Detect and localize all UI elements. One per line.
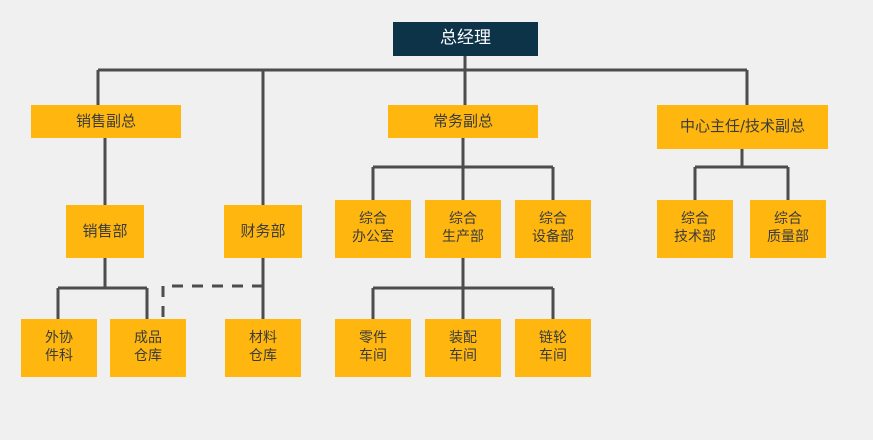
node-general-production[interactable]: 综合 生产部 bbox=[425, 200, 501, 258]
connector-dashed-finance-to-finished-warehouse bbox=[161, 284, 263, 319]
node-general-production-line-2: 生产部 bbox=[442, 229, 484, 245]
node-general-office-line-1: 综合 bbox=[359, 211, 387, 228]
node-finished-warehouse-line-1: 成品 bbox=[134, 330, 162, 347]
node-general-quality-line-1: 综合 bbox=[774, 211, 802, 228]
node-general-quality[interactable]: 综合 质量部 bbox=[750, 200, 826, 258]
node-sales-vp[interactable]: 销售副总 bbox=[31, 105, 181, 138]
node-general-office-line-2: 办公室 bbox=[352, 229, 394, 245]
node-parts-workshop[interactable]: 零件 车间 bbox=[335, 319, 411, 377]
node-general-manager-line-1: 总经理 bbox=[440, 28, 491, 49]
node-finished-warehouse-line-2: 仓库 bbox=[134, 348, 162, 364]
node-general-technology-line-2: 技术部 bbox=[674, 229, 716, 245]
node-general-production-line-1: 综合 bbox=[449, 211, 477, 228]
node-material-warehouse-line-2: 仓库 bbox=[249, 348, 277, 364]
node-parts-workshop-line-1: 零件 bbox=[359, 330, 387, 347]
node-center-director-line-1: 中心主任/技术副总 bbox=[679, 117, 806, 136]
node-material-warehouse-line-1: 材料 bbox=[249, 330, 277, 347]
node-parts-workshop-line-2: 车间 bbox=[359, 348, 387, 364]
node-sprocket-workshop-line-2: 车间 bbox=[539, 348, 567, 364]
node-general-technology[interactable]: 综合 技术部 bbox=[657, 200, 733, 258]
node-finished-warehouse[interactable]: 成品 仓库 bbox=[110, 319, 186, 377]
node-outsourcing-section-line-2: 件科 bbox=[45, 348, 73, 364]
node-center-director[interactable]: 中心主任/技术副总 bbox=[657, 105, 828, 149]
node-sales-dept-line-1: 销售部 bbox=[82, 221, 128, 240]
node-finance-dept-line-1: 财务部 bbox=[240, 221, 286, 240]
node-executive-vp[interactable]: 常务副总 bbox=[388, 105, 538, 138]
node-finance-dept[interactable]: 财务部 bbox=[224, 205, 302, 258]
node-general-equipment[interactable]: 综合 设备部 bbox=[515, 200, 591, 258]
node-sprocket-workshop-line-1: 链轮 bbox=[539, 330, 567, 347]
node-material-warehouse[interactable]: 材料 仓库 bbox=[225, 319, 301, 377]
node-outsourcing-section-line-1: 外协 bbox=[45, 330, 73, 347]
node-general-technology-line-1: 综合 bbox=[681, 211, 709, 228]
node-assembly-workshop[interactable]: 装配 车间 bbox=[425, 319, 501, 377]
node-sales-dept[interactable]: 销售部 bbox=[66, 205, 144, 258]
node-general-manager[interactable]: 总经理 bbox=[393, 22, 538, 56]
node-outsourcing-section[interactable]: 外协 件科 bbox=[21, 319, 97, 377]
node-general-office[interactable]: 综合 办公室 bbox=[335, 200, 411, 258]
node-executive-vp-line-1: 常务副总 bbox=[432, 111, 493, 130]
node-general-equipment-line-2: 设备部 bbox=[532, 229, 574, 245]
node-general-quality-line-2: 质量部 bbox=[767, 229, 809, 245]
node-assembly-workshop-line-1: 装配 bbox=[449, 330, 477, 347]
node-general-equipment-line-1: 综合 bbox=[539, 211, 567, 228]
node-assembly-workshop-line-2: 车间 bbox=[449, 348, 477, 364]
node-sprocket-workshop[interactable]: 链轮 车间 bbox=[515, 319, 591, 377]
node-sales-vp-line-1: 销售副总 bbox=[75, 111, 136, 130]
